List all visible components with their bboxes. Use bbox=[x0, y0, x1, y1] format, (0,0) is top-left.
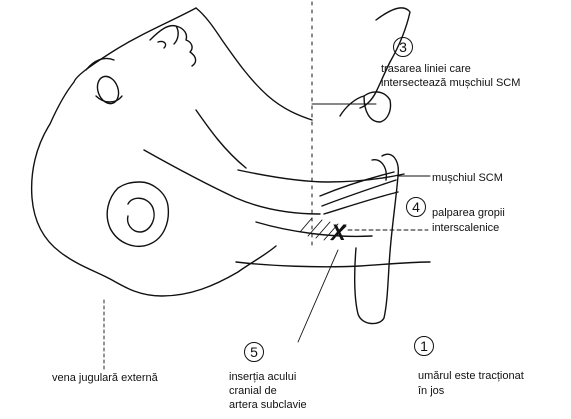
scm-fiber-3 bbox=[324, 192, 398, 214]
leader-needle bbox=[298, 250, 338, 342]
ear-inner bbox=[128, 198, 154, 232]
step-4-label-line-1: palparea gropii bbox=[432, 207, 505, 220]
step-3-badge: 3 bbox=[393, 37, 413, 57]
cheek-line bbox=[196, 110, 246, 168]
hand-top-thumb bbox=[364, 92, 391, 122]
chin-under bbox=[196, 8, 312, 120]
step-3-label-line-2: intersectează mușchiul SCM bbox=[381, 77, 520, 90]
hand-top-finger bbox=[340, 96, 364, 116]
nose-lips bbox=[150, 26, 196, 66]
shoulder-hand bbox=[355, 154, 399, 323]
scm-fiber-2 bbox=[322, 180, 396, 206]
jaw-line bbox=[144, 150, 320, 214]
hand-top bbox=[360, 8, 410, 108]
step-1-label-line-1: umărul este tracționat bbox=[418, 370, 524, 383]
step-1-label-line-2: în jos bbox=[418, 385, 444, 398]
head-outline bbox=[32, 8, 276, 296]
step-5-badge: 5 bbox=[244, 342, 264, 362]
step-1-badge: 1 bbox=[414, 336, 434, 356]
scm-muscle-label: mușchiul SCM bbox=[432, 172, 503, 185]
nostril bbox=[158, 41, 166, 48]
step-3-label-line-1: trasarea liniei care bbox=[381, 63, 471, 76]
step-4-label-line-2: interscalenice bbox=[432, 222, 499, 235]
step-5-label-line-1: inserția acului bbox=[229, 371, 296, 384]
ear bbox=[107, 182, 168, 246]
step-4-badge: 4 bbox=[406, 197, 426, 217]
neck-line-lower bbox=[236, 262, 430, 267]
injection-site-marker: X bbox=[331, 222, 346, 244]
external-jugular-label: vena jugulară externă bbox=[52, 372, 158, 385]
step-5-label-line-3: artera subclavie bbox=[229, 399, 307, 412]
step-5-label-line-2: cranial de bbox=[229, 385, 277, 398]
